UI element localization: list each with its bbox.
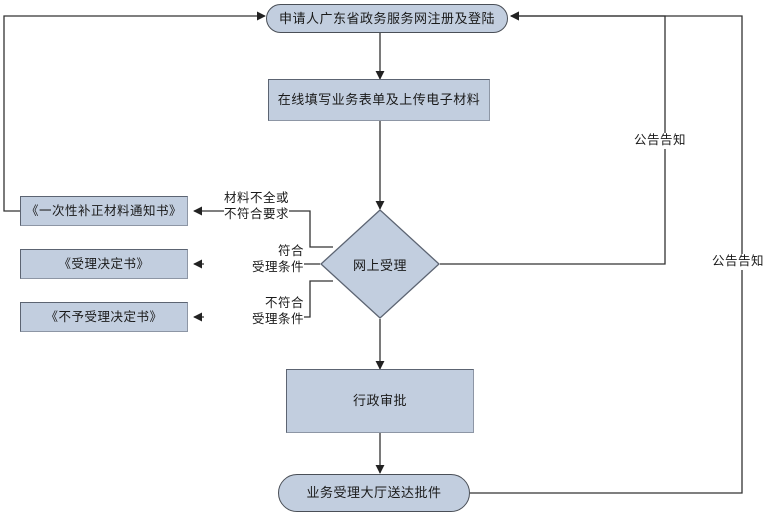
edge-label-meets-conditions: 符合 受理条件 xyxy=(204,244,304,276)
node-correction-notice[interactable]: 《一次性补正材料通知书》 xyxy=(20,196,188,226)
edge-label-announcement-outer: 公告告知 xyxy=(712,254,765,270)
edge-delivery-announcement-loop xyxy=(470,11,743,494)
edge-label-materials-incomplete-line1: 材料不全或 xyxy=(224,191,290,205)
edge-label-not-meets-conditions-line2: 受理条件 xyxy=(251,311,304,326)
node-acceptance-decision[interactable]: 《受理决定书》 xyxy=(20,249,188,279)
edge-label-not-meets-conditions: 不符合 受理条件 xyxy=(204,296,304,328)
node-fill-form[interactable]: 在线填写业务表单及上传电子材料 xyxy=(268,79,490,121)
edge-label-meets-conditions-line2: 受理条件 xyxy=(251,259,304,274)
node-delivery-hall[interactable]: 业务受理大厅送达批件 xyxy=(278,474,470,512)
node-non-acceptance-decision[interactable]: 《不予受理决定书》 xyxy=(20,302,188,332)
edge-label-announcement-inner: 公告告知 xyxy=(634,133,687,149)
edge-label-materials-incomplete-line2: 不符合要求 xyxy=(224,206,290,221)
edge-acceptance-announcement-loop xyxy=(440,11,666,265)
edge-label-materials-incomplete: 材料不全或 不符合要求 xyxy=(224,191,290,223)
edge-label-not-meets-conditions-line1: 不符合 xyxy=(264,296,304,310)
node-online-acceptance[interactable]: 网上受理 xyxy=(320,209,440,319)
node-administrative-approval[interactable]: 行政审批 xyxy=(286,369,474,433)
node-register-login[interactable]: 申请人广东省政务服务网注册及登陆 xyxy=(266,4,508,33)
edge-correction-return-loop xyxy=(3,11,266,212)
edge-label-meets-conditions-line1: 符合 xyxy=(277,244,304,258)
